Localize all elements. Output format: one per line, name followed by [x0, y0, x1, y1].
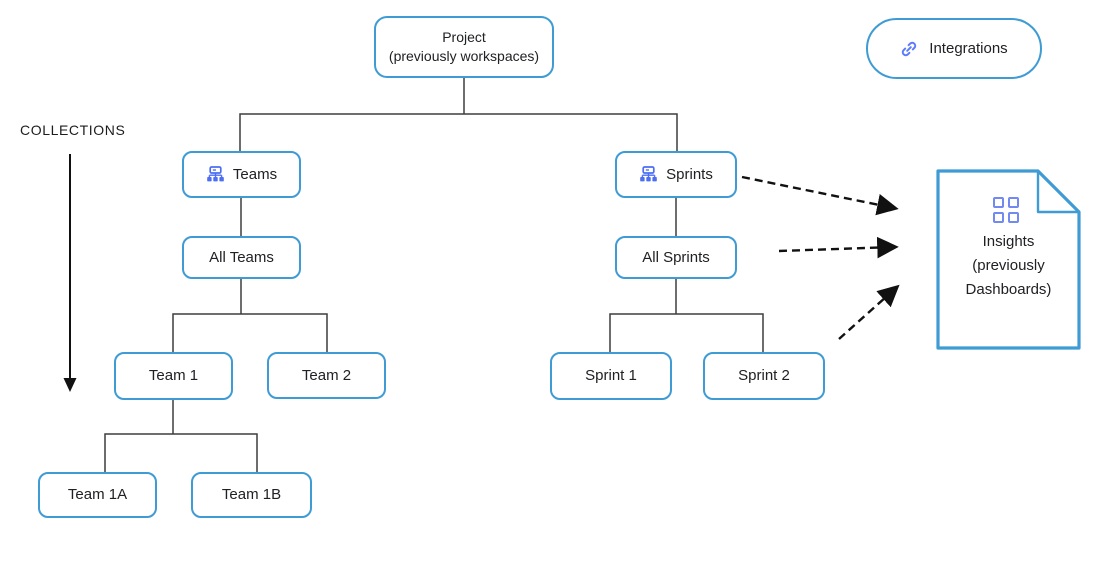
insights-label-line1: Insights — [982, 233, 1035, 250]
node-integrations: Integrations — [866, 18, 1042, 79]
node-team-1b: Team 1B — [191, 472, 312, 518]
sprints-label: Sprints — [666, 165, 713, 183]
sprint-1-label: Sprint 1 — [585, 367, 637, 384]
link-icon — [900, 40, 918, 58]
project-label-line1: Project — [442, 29, 486, 46]
node-all-sprints: All Sprints — [615, 236, 737, 279]
sprint-2-label: Sprint 2 — [738, 367, 790, 384]
grid-icon — [993, 197, 1019, 223]
collections-label: COLLECTIONS — [20, 122, 126, 138]
node-team-1: Team 1 — [114, 352, 233, 400]
team-1a-label: Team 1A — [67, 486, 128, 503]
collections-arrow — [63, 154, 77, 392]
org-chart-icon — [639, 166, 658, 183]
insights-label-line3: Dashboards) — [965, 281, 1052, 298]
project-label-line2: (previously workspaces) — [388, 48, 540, 64]
node-insights: Insights (previously Dashboards) — [935, 168, 1085, 351]
insights-label: Insights (previously Dashboards) — [935, 230, 1082, 302]
tree-edges — [104, 78, 764, 472]
node-team-1a: Team 1A — [38, 472, 157, 518]
node-team-2: Team 2 — [267, 352, 386, 399]
dashed-arrows-to-insights — [741, 175, 900, 340]
team-1b-label: Team 1B — [221, 486, 282, 503]
node-sprints: Sprints — [615, 151, 737, 198]
node-teams: Teams — [182, 151, 301, 198]
node-sprint-1: Sprint 1 — [550, 352, 672, 400]
org-chart-icon — [206, 166, 225, 183]
integrations-label: Integrations — [929, 39, 1008, 57]
teams-label: Teams — [232, 165, 278, 183]
insights-label-line2: (previously — [972, 257, 1045, 274]
document-shape — [936, 169, 1081, 350]
all-teams-label: All Teams — [209, 248, 274, 266]
team-1-label: Team 1 — [148, 367, 199, 384]
all-sprints-label: All Sprints — [642, 248, 710, 266]
team-2-label: Team 2 — [301, 366, 352, 384]
node-project: Project (previously workspaces) — [374, 16, 554, 78]
node-sprint-2: Sprint 2 — [703, 352, 825, 400]
node-all-teams: All Teams — [182, 236, 301, 279]
